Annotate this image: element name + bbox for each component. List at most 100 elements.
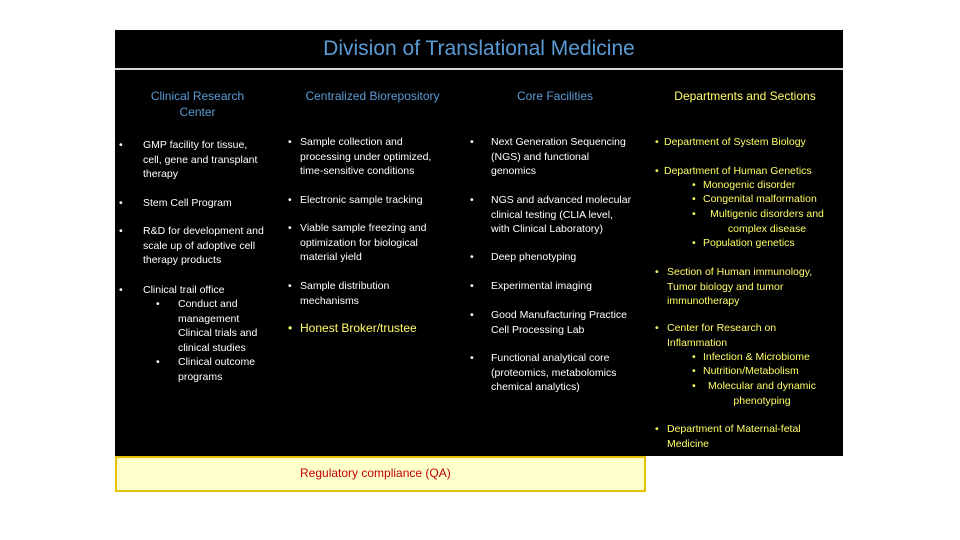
trail-sub-item-1-line: management bbox=[178, 312, 240, 325]
biorepository-item-1-line: Sample collection and bbox=[300, 136, 403, 148]
biorepository-item-1-line: time-sensitive conditions bbox=[300, 165, 415, 177]
department-4-sub-2-line: Nutrition/Metabolism bbox=[703, 365, 799, 377]
biorepository-item-4-line: mechanisms bbox=[300, 294, 359, 307]
trail-sub-item-1-line: Clinical trials and bbox=[178, 327, 258, 339]
core-item-1-line: genomics bbox=[491, 165, 536, 177]
biorepository-item-2-bullet: • bbox=[288, 194, 292, 206]
biorepository-item-4-text: Sample distribution mechanisms bbox=[300, 279, 465, 308]
biorepository-item-3-line: Viable sample freezing and bbox=[300, 222, 427, 234]
trail-sub-item-1-bullet: • bbox=[156, 298, 160, 310]
biorepository-item-1-bullet: • bbox=[288, 136, 292, 148]
biorepository-item-4-line: Sample distribution bbox=[300, 280, 390, 292]
clinical-item-4-text: Clinical trail office bbox=[143, 283, 283, 298]
core-item-6-line: Functional analytical core bbox=[491, 352, 610, 364]
core-item-3-text: Deep phenotyping bbox=[491, 250, 641, 265]
trail-sub-item-2-line: programs bbox=[178, 370, 223, 383]
departments-header: Departments and Sections bbox=[674, 89, 816, 103]
biorepository-item-1-text: Sample collection and processing under op… bbox=[300, 135, 465, 179]
department-4-sub-3-text: Molecular and dynamic phenotyping bbox=[692, 379, 832, 408]
clinical-item-3-line: R&D for development and bbox=[143, 225, 264, 237]
department-item-4-line: Inflammation bbox=[667, 336, 728, 349]
core-item-4-line: Experimental imaging bbox=[491, 280, 592, 292]
clinical-item-1-line: GMP facility for tissue, bbox=[143, 139, 248, 151]
core-item-1-line: (NGS) and functional bbox=[491, 150, 590, 163]
core-item-6-line: (proteomics, metabolomics bbox=[491, 366, 617, 379]
clinical-item-3-bullet: • bbox=[119, 225, 123, 237]
department-item-2-bullet: • bbox=[655, 165, 659, 177]
department-4-sub-3-line: phenotyping bbox=[733, 394, 791, 407]
clinical-item-2-text: Stem Cell Program bbox=[143, 196, 283, 211]
clinical-item-3-line: scale up of adoptive cell bbox=[143, 239, 256, 252]
department-item-5-line: Medicine bbox=[667, 437, 710, 450]
department-item-4-text: Center for Research on Inflammation bbox=[667, 321, 847, 350]
clinical-header: Clinical Research Center bbox=[130, 88, 265, 120]
department-2-sub-1-line: Monogenic disorder bbox=[703, 179, 796, 191]
clinical-item-2-line: Stem Cell Program bbox=[143, 197, 232, 209]
department-4-sub-1-line: Infection & Microbiome bbox=[703, 351, 810, 363]
biorepository-item-5-bullet: • bbox=[288, 321, 293, 335]
department-2-sub-2-bullet: • bbox=[692, 193, 696, 205]
department-item-4-bullet: • bbox=[655, 322, 659, 334]
clinical-header-line1: Clinical Research bbox=[150, 89, 245, 103]
biorepository-item-2-line: Electronic sample tracking bbox=[300, 194, 423, 206]
department-item-1-line: Department of System Biology bbox=[664, 136, 806, 148]
clinical-item-2-bullet: • bbox=[119, 197, 123, 209]
clinical-item-1-bullet: • bbox=[119, 139, 123, 151]
department-2-sub-4-line: Population genetics bbox=[703, 237, 795, 249]
clinical-item-1-line: therapy bbox=[143, 168, 179, 180]
department-item-3-line: immunotherapy bbox=[667, 295, 740, 307]
biorepository-header: Centralized Biorepository bbox=[305, 89, 440, 103]
department-2-sub-2-line: Congenital malformation bbox=[703, 193, 817, 205]
department-item-3-line: Tumor biology and tumor bbox=[667, 280, 784, 293]
department-4-sub-2-bullet: • bbox=[692, 365, 696, 377]
department-2-sub-3-line: Multigenic disorders and bbox=[710, 208, 824, 220]
core-item-3-line: Deep phenotyping bbox=[491, 251, 577, 263]
trail-sub-item-1-line: Conduct and bbox=[178, 298, 238, 310]
department-4-sub-3-line: Molecular and dynamic bbox=[708, 380, 816, 392]
clinical-item-1-text: GMP facility for tissue, cell, gene and t… bbox=[143, 138, 283, 182]
diagram-title: Division of Translational Medicine bbox=[323, 37, 635, 60]
biorepository-item-3-line: optimization for biological bbox=[300, 236, 418, 249]
department-item-5-bullet: • bbox=[655, 423, 659, 435]
core-item-4-text: Experimental imaging bbox=[491, 279, 641, 294]
department-item-2-text: Department of Human Genetics bbox=[664, 164, 844, 179]
biorepository-item-4-bullet: • bbox=[288, 280, 292, 292]
core-item-5-bullet: • bbox=[470, 309, 474, 321]
core-item-2-line: NGS and advanced molecular bbox=[491, 194, 632, 206]
clinical-item-4-bullet: • bbox=[119, 284, 123, 296]
department-item-3-bullet: • bbox=[655, 266, 659, 278]
core-item-5-line: Good Manufacturing Practice bbox=[491, 309, 627, 321]
core-item-1-line: Next Generation Sequencing bbox=[491, 136, 626, 148]
department-item-1-text: Department of System Biology bbox=[664, 135, 844, 150]
department-4-sub-2-text: Nutrition/Metabolism bbox=[703, 364, 833, 379]
clinical-item-1-line: cell, gene and transplant bbox=[143, 153, 258, 166]
department-item-4-line: Center for Research on bbox=[667, 322, 777, 334]
diagram-background bbox=[115, 30, 843, 456]
regulatory-box bbox=[115, 456, 646, 492]
departments-extension bbox=[646, 456, 843, 492]
core-item-5-line: Cell Processing Lab bbox=[491, 323, 585, 336]
clinical-item-3-text: R&D for development and scale up of adopt… bbox=[143, 224, 283, 268]
biorepository-item-3-text: Viable sample freezing and optimization f… bbox=[300, 221, 465, 265]
core-item-1-bullet: • bbox=[470, 136, 474, 148]
regulatory-label: Regulatory compliance (QA) bbox=[300, 466, 451, 480]
department-item-3-text: Section of Human immunology, Tumor biolog… bbox=[667, 265, 847, 309]
biorepository-item-3-bullet: • bbox=[288, 222, 292, 234]
department-2-sub-4-bullet: • bbox=[692, 237, 696, 249]
department-2-sub-3-line: complex disease bbox=[727, 222, 807, 235]
department-2-sub-3-bullet: • bbox=[692, 208, 696, 220]
department-2-sub-1-text: Monogenic disorder bbox=[703, 178, 833, 193]
core-item-6-text: Functional analytical core (proteomics, m… bbox=[491, 351, 641, 395]
department-2-sub-4-text: Population genetics bbox=[703, 236, 833, 251]
core-item-6-bullet: • bbox=[470, 352, 474, 364]
biorepository-item-1-line: processing under optimized, bbox=[300, 150, 432, 163]
core-item-2-line: with Clinical Laboratory) bbox=[491, 223, 604, 235]
title-divider bbox=[115, 68, 843, 70]
trail-sub-item-2-line: Clinical outcome bbox=[178, 356, 256, 368]
department-item-3-line: Section of Human immunology, bbox=[667, 266, 813, 278]
biorepository-item-3-line: material yield bbox=[300, 251, 362, 263]
core-item-2-bullet: • bbox=[470, 194, 474, 206]
